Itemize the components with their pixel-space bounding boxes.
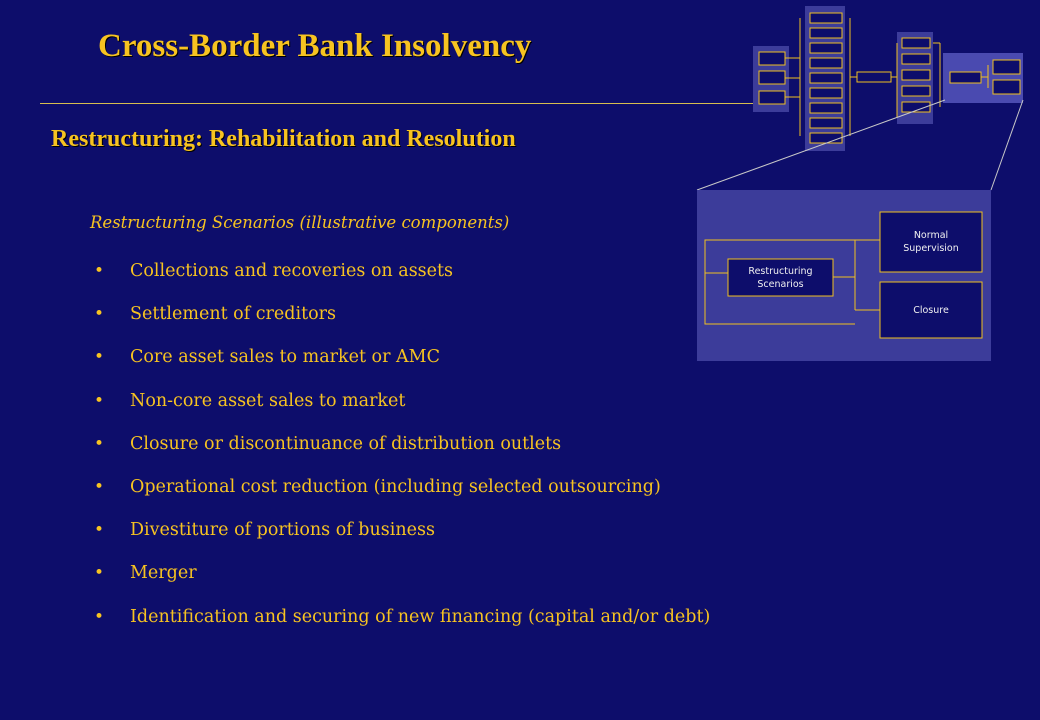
thumb-box [901, 69, 931, 81]
bullet-icon: • [94, 347, 105, 368]
bullet-text: Merger [130, 563, 197, 584]
bullet-icon: • [94, 304, 105, 325]
thumb-box [901, 85, 931, 97]
bullet-item: • Merger [90, 559, 710, 602]
flow-node-label: Closure [913, 305, 949, 316]
flow-node-label: Normal [914, 230, 948, 241]
bullet-item: • Closure or discontinuance of distributi… [90, 430, 710, 473]
bullet-icon: • [94, 390, 105, 411]
thumb-box [809, 102, 843, 114]
bullet-item: • Non-core asset sales to market [90, 387, 710, 430]
bullet-item: • Collections and recoveries on assets [90, 257, 710, 300]
bullet-text: Divestiture of portions of business [130, 520, 435, 541]
slide-title: Cross-Border Bank Insolvency [98, 28, 532, 64]
intro-text: Restructuring Scenarios (illustrative co… [90, 213, 510, 232]
bullet-text: Collections and recoveries on assets [130, 261, 454, 281]
bullet-icon: • [94, 433, 105, 454]
thumb-box [809, 57, 843, 69]
flow-connector [704, 273, 855, 325]
bullet-text: Settlement of creditors [130, 304, 336, 325]
thumb-box [809, 27, 843, 39]
thumb-box [992, 59, 1021, 75]
bullet-icon: • [94, 520, 105, 541]
zoom-line [990, 99, 1024, 191]
bullet-text: Non-core asset sales to market [130, 390, 406, 411]
bullet-icon: • [94, 261, 105, 281]
bullet-item: • Divestiture of portions of business [90, 516, 710, 559]
thumb-box [901, 101, 931, 113]
thumb-box [809, 132, 843, 144]
bullet-text: Closure or discontinuance of distributio… [130, 433, 562, 454]
thumb-box [901, 53, 931, 65]
thumb-box [809, 87, 843, 99]
thumb-box [856, 71, 892, 83]
thumb-box [809, 12, 843, 24]
process-map-thumbnail [753, 6, 1023, 151]
flow-node-normal-supervision [879, 211, 983, 273]
bullet-list: • Collections and recoveries on assets • S… [90, 257, 710, 646]
thumb-box [758, 70, 786, 85]
bullet-text: Operational cost reduction (including se… [130, 476, 661, 497]
bullet-item: • Settlement of creditors [90, 300, 710, 343]
flow-node-label: Restructuring [748, 266, 812, 277]
flow-node-closure [879, 281, 983, 339]
bullet-item: • Identification and securing of new fina… [90, 603, 710, 646]
zoom-line [696, 99, 946, 191]
slide-subtitle: Restructuring: Rehabilitation and Resolu… [51, 126, 516, 152]
flow-diagram: Restructuring Scenarios Normal Supervisi… [697, 190, 991, 361]
bullet-icon: • [94, 606, 105, 627]
thumb-box [992, 79, 1021, 95]
bullet-text: Identification and securing of new finan… [130, 606, 711, 627]
bullet-item: • Core asset sales to market or AMC [90, 343, 710, 386]
thumb-box [758, 90, 786, 105]
flow-node-restructuring-scenarios [727, 258, 834, 297]
flow-node-label: Scenarios [757, 279, 803, 290]
thumb-box [758, 51, 786, 66]
bullet-item: • Operational cost reduction (including s… [90, 473, 710, 516]
thumb-box [809, 117, 843, 129]
thumb-box [949, 71, 982, 84]
bullet-icon: • [94, 563, 105, 584]
thumb-box [901, 37, 931, 49]
bullet-icon: • [94, 476, 105, 497]
flow-node-label: Supervision [903, 243, 959, 254]
title-divider [40, 103, 760, 104]
bullet-text: Core asset sales to market or AMC [130, 347, 440, 368]
thumb-box [809, 42, 843, 54]
flow-connector [704, 239, 855, 274]
thumb-box [809, 72, 843, 84]
